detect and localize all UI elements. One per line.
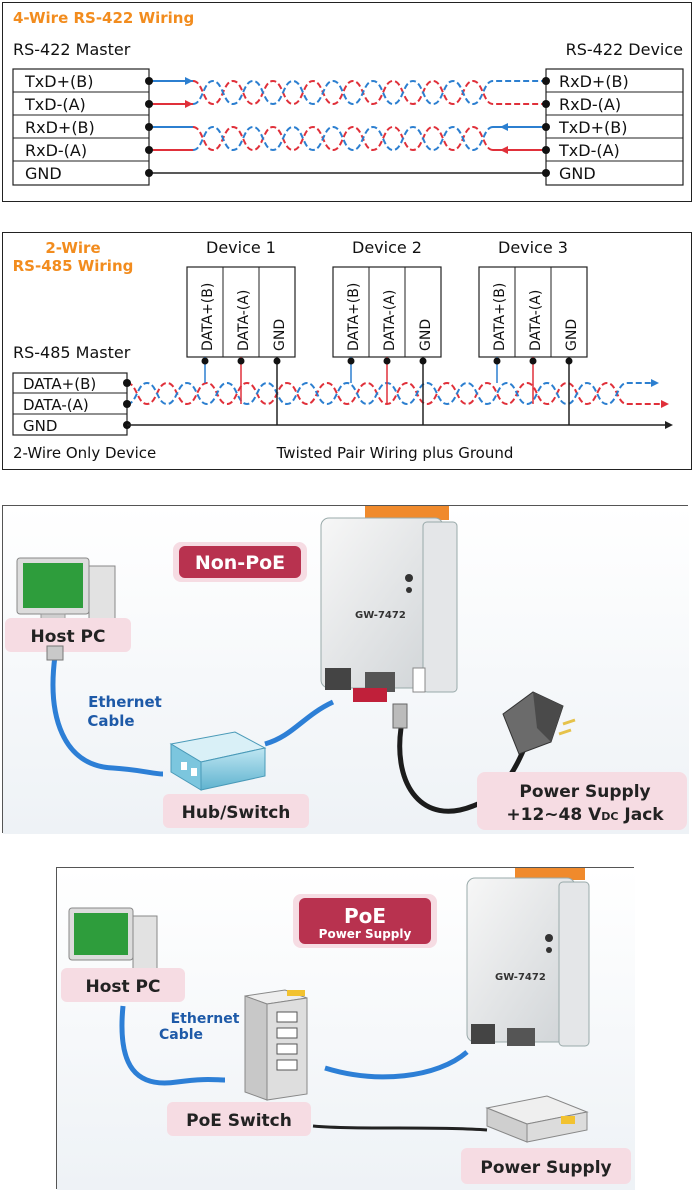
- rs485-device2-label: Device 2: [352, 238, 422, 257]
- poe-device-model: GW-7472: [495, 972, 546, 983]
- rs422-device-pin: RxD+(B): [559, 72, 629, 91]
- rs485-junction-dots: [123, 357, 573, 429]
- rs485-device-pin: DATA+(B): [346, 283, 362, 351]
- svg-text:Non-PoE: Non-PoE: [195, 552, 285, 574]
- rs485-device-pin: DATA+(B): [200, 283, 216, 351]
- rs485-device-pin: GND: [272, 319, 288, 351]
- rs485-device-pin: GND: [564, 319, 580, 351]
- svg-text:PoE: PoE: [344, 904, 386, 928]
- nonpoe-hub-label: Hub/Switch: [163, 794, 309, 828]
- rs485-device-drops: [204, 357, 570, 425]
- nonpoe-power-cable: [397, 727, 536, 814]
- rs485-device2-block: DATA+(B) DATA-(A) GND: [332, 266, 442, 358]
- rs485-master-pin: DATA-(A): [23, 396, 89, 414]
- poe-switch-label: PoE Switch: [167, 1102, 311, 1136]
- rs485-title-line1: 2-Wire: [45, 239, 100, 257]
- rs422-gnd-wire: [145, 169, 550, 177]
- svg-text:Host PC: Host PC: [30, 627, 105, 647]
- rs422-device-pin: RxD-(A): [559, 95, 621, 114]
- nonpoe-badge: Non-PoE: [173, 542, 307, 582]
- nonpoe-psu-label: Power Supply +12~48 VDC Jack: [477, 772, 687, 830]
- rs485-master-pin: DATA+(B): [23, 375, 96, 393]
- nonpoe-gateway-device: GW-7472: [320, 506, 458, 702]
- rs422-panel: 4-Wire RS-422 Wiring RS-422 Master RS-42…: [2, 2, 692, 202]
- svg-text:Host PC: Host PC: [85, 977, 160, 997]
- rs485-master-pin: GND: [23, 417, 57, 435]
- rs485-caption-right: Twisted Pair Wiring plus Ground: [276, 444, 514, 462]
- rs485-device-pin: DATA+(B): [492, 283, 508, 351]
- nonpoe-hub-device-cable: [264, 699, 335, 747]
- nonpoe-cable-label-line2: Cable: [87, 712, 134, 730]
- rs485-device-pin: DATA-(A): [528, 290, 544, 351]
- rs485-caption-left: 2-Wire Only Device: [13, 444, 156, 462]
- poe-computer-icon: [68, 907, 158, 971]
- poe-psu-label: Power Supply: [461, 1148, 631, 1184]
- rs422-device-pin: TxD-(A): [558, 141, 620, 160]
- svg-text:Hub/Switch: Hub/Switch: [182, 803, 291, 823]
- rs485-gnd-wire: [127, 421, 673, 429]
- poe-power-supply-icon: [485, 1095, 589, 1143]
- svg-text:PoE Switch: PoE Switch: [186, 1111, 292, 1131]
- rs485-title-line2: RS-485 Wiring: [13, 257, 134, 275]
- rs422-device-block: RxD+(B) RxD-(A) TxD+(B) TxD-(A) GND: [545, 68, 684, 186]
- poe-diagram: Host PC Ethernet Cable PoE Switch PoE Po…: [57, 868, 635, 1190]
- rs485-device1-label: Device 1: [206, 238, 276, 257]
- rs485-twisted-bus: [126, 379, 669, 408]
- svg-text:Power Supply: Power Supply: [519, 782, 650, 802]
- rs422-twisted-pair-tx: [145, 77, 550, 108]
- rs485-device-pin: DATA-(A): [382, 290, 398, 351]
- rs422-device-pin: TxD+(B): [558, 118, 627, 137]
- poe-switch-device-cable: [324, 1050, 469, 1080]
- poe-cable-label-line2: Cable: [159, 1027, 203, 1043]
- poe-panel: Host PC Ethernet Cable PoE Switch PoE Po…: [56, 867, 635, 1190]
- svg-text:Power Supply: Power Supply: [319, 927, 412, 941]
- rs422-master-pin: RxD-(A): [25, 141, 87, 160]
- rs485-master-block: DATA+(B) DATA-(A) GND: [12, 372, 128, 436]
- rs485-device1-block: DATA+(B) DATA-(A) GND: [186, 266, 296, 358]
- rs422-twisted-pair-rx: [145, 123, 550, 154]
- nonpoe-host-pc-label: Host PC: [5, 618, 131, 652]
- rs485-device-pin: DATA-(A): [236, 290, 252, 351]
- rs422-master-pin: TxD+(B): [24, 72, 93, 91]
- svg-text:Power Supply: Power Supply: [480, 1158, 611, 1178]
- nonpoe-device-model: GW-7472: [355, 610, 406, 621]
- nonpoe-panel: Host PC Ethernet Cable Hub/Switch Non-Po…: [2, 505, 689, 834]
- poe-gateway-device: GW-7472: [466, 868, 590, 1047]
- rs422-master-pin: RxD+(B): [25, 118, 95, 137]
- poe-ethernet-cable: [119, 1005, 226, 1086]
- rs485-device3-block: DATA+(B) DATA-(A) GND: [478, 266, 588, 358]
- rs422-master-block: TxD+(B) TxD-(A) RxD+(B) RxD-(A) GND: [12, 68, 150, 186]
- nonpoe-power-adapter-icon: [502, 691, 576, 755]
- poe-badge: PoE Power Supply: [293, 894, 437, 948]
- nonpoe-cable-label-line1: Ethernet: [88, 693, 162, 711]
- rs485-diagram: 2-Wire RS-485 Wiring RS-485 Master Devic…: [12, 238, 673, 462]
- rs422-title: 4-Wire RS-422 Wiring: [13, 9, 194, 27]
- rs422-diagram: 4-Wire RS-422 Wiring RS-422 Master RS-42…: [12, 9, 684, 186]
- nonpoe-ethernet-cable: [50, 655, 164, 777]
- poe-switch-psu-cable: [312, 1124, 488, 1132]
- rs485-panel: 2-Wire RS-485 Wiring RS-485 Master Devic…: [2, 232, 692, 470]
- poe-cable-label-line1: Ethernet: [171, 1011, 240, 1027]
- rs422-master-pin: GND: [25, 164, 62, 183]
- nonpoe-hub-icon: [169, 731, 267, 791]
- poe-switch-icon: [244, 989, 308, 1101]
- rs485-master-title: RS-485 Master: [13, 343, 131, 362]
- rs422-master-title: RS-422 Master: [13, 40, 131, 59]
- rs422-master-pin: TxD-(A): [24, 95, 86, 114]
- poe-host-pc-label: Host PC: [61, 968, 185, 1002]
- rs485-device3-label: Device 3: [498, 238, 568, 257]
- nonpoe-computer-icon: [16, 557, 116, 627]
- svg-text:+12~48 VDC Jack: +12~48 VDC Jack: [506, 805, 664, 825]
- nonpoe-diagram: Host PC Ethernet Cable Hub/Switch Non-Po…: [3, 506, 689, 834]
- rs422-device-title: RS-422 Device: [566, 40, 683, 59]
- rs485-device-pin: GND: [418, 319, 434, 351]
- rs422-device-pin: GND: [559, 164, 596, 183]
